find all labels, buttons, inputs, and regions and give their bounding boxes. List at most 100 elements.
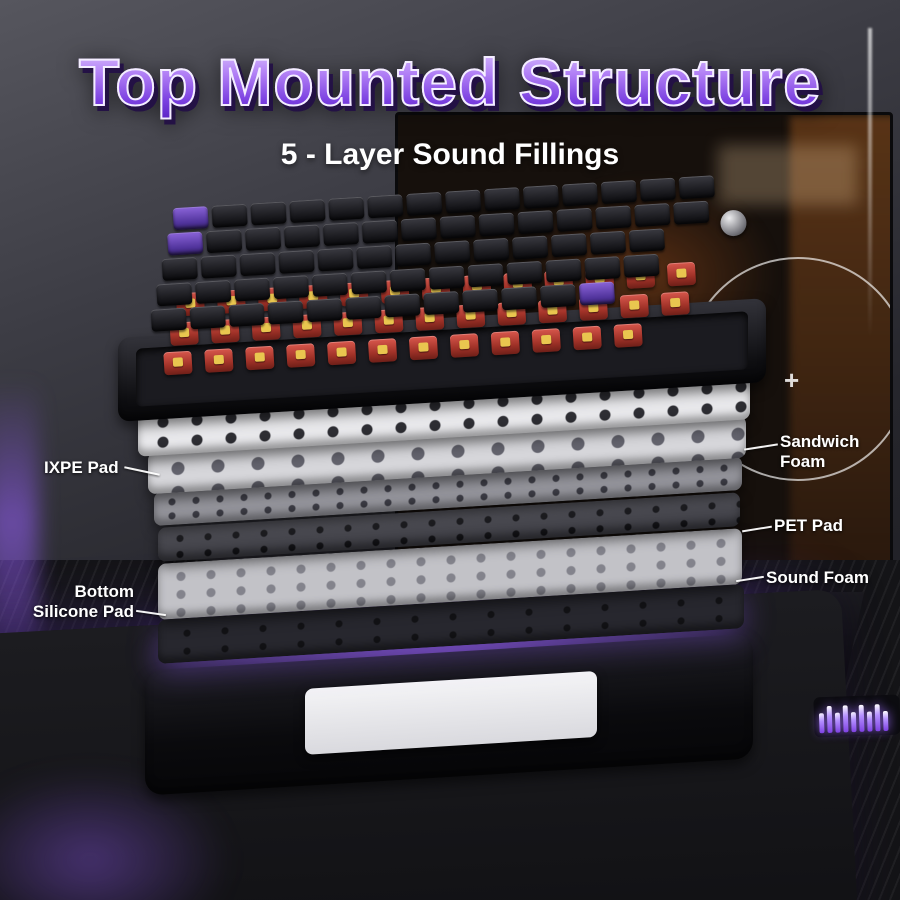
keycap bbox=[600, 179, 638, 205]
keycap bbox=[501, 286, 538, 311]
wall-light-strip bbox=[868, 28, 872, 338]
callout-sandwich-foam-line1: Sandwich bbox=[780, 432, 860, 451]
led-bar bbox=[858, 704, 865, 732]
keycap bbox=[556, 207, 593, 232]
led-bar bbox=[882, 710, 889, 732]
keycap bbox=[634, 202, 671, 228]
keycap bbox=[283, 224, 321, 249]
switch-stem bbox=[172, 357, 184, 367]
switch-stem bbox=[418, 342, 429, 352]
callout-bottom-silicone-line1: Bottom bbox=[74, 582, 134, 601]
keycap bbox=[195, 279, 232, 305]
keycap bbox=[267, 300, 304, 325]
switch bbox=[245, 345, 275, 371]
keycap bbox=[545, 258, 582, 283]
keycap bbox=[439, 214, 476, 239]
keycap bbox=[272, 275, 310, 300]
keycap bbox=[434, 240, 471, 265]
keycap bbox=[406, 191, 443, 216]
keycap bbox=[595, 205, 632, 230]
keycap bbox=[189, 305, 226, 330]
led-bar bbox=[834, 712, 841, 733]
switch-stem bbox=[213, 354, 225, 365]
keycap bbox=[172, 206, 209, 231]
keycap bbox=[345, 295, 382, 320]
keycap bbox=[156, 282, 193, 307]
keycap bbox=[150, 307, 187, 332]
keycap bbox=[389, 268, 426, 293]
switch-stem bbox=[540, 334, 552, 345]
switch-stem bbox=[622, 329, 634, 340]
bottom-case-white-insert bbox=[305, 670, 597, 755]
led-strip bbox=[813, 694, 900, 738]
keycap bbox=[311, 272, 349, 297]
keycap bbox=[384, 293, 421, 318]
keycap bbox=[244, 226, 282, 251]
switch bbox=[531, 328, 561, 353]
keycap bbox=[395, 242, 432, 267]
switch bbox=[163, 350, 193, 376]
led-bar bbox=[850, 712, 857, 733]
led-bar bbox=[842, 705, 849, 733]
keycap bbox=[250, 201, 287, 226]
keycap bbox=[228, 302, 265, 328]
switch bbox=[326, 340, 357, 366]
switch bbox=[449, 333, 480, 358]
keycap bbox=[317, 247, 354, 272]
callout-ixpe-pad: IXPE Pad bbox=[44, 458, 119, 478]
keycap bbox=[361, 219, 398, 244]
led-bar bbox=[866, 711, 873, 732]
keycap bbox=[322, 222, 360, 247]
keycap bbox=[522, 184, 560, 209]
switch bbox=[367, 338, 398, 363]
led-bar bbox=[826, 705, 833, 734]
keycap bbox=[639, 177, 676, 202]
keycap bbox=[278, 249, 315, 274]
keycap bbox=[328, 196, 365, 221]
keycap bbox=[628, 228, 666, 253]
switch-stem bbox=[377, 344, 388, 355]
switch-stem bbox=[581, 332, 593, 342]
page-title: Top Mounted Structure bbox=[0, 44, 900, 120]
keycap bbox=[673, 200, 710, 225]
keycap bbox=[550, 233, 588, 258]
keycap bbox=[200, 254, 237, 279]
keycap bbox=[445, 189, 482, 214]
keycap bbox=[483, 187, 521, 212]
screen-window-light bbox=[718, 145, 858, 205]
keycap bbox=[306, 298, 343, 323]
switch-stem bbox=[500, 337, 511, 347]
keycap bbox=[623, 253, 660, 278]
keycap bbox=[167, 231, 204, 256]
switch bbox=[408, 335, 439, 361]
keycap bbox=[205, 229, 243, 254]
callout-sandwich-foam-line2: Foam bbox=[780, 452, 826, 472]
callout-bottom-silicone-pad: Bottom Silicone Pad bbox=[20, 582, 134, 623]
keycap bbox=[584, 256, 621, 281]
switch bbox=[572, 325, 602, 351]
callout-bottom-silicone-line2: Silicone Pad bbox=[32, 602, 134, 622]
switch bbox=[490, 330, 521, 356]
led-bar bbox=[818, 713, 825, 734]
keycap bbox=[211, 203, 248, 228]
keycap bbox=[473, 237, 510, 262]
switch bbox=[286, 343, 316, 368]
callout-pet-pad: PET Pad bbox=[774, 516, 843, 536]
switch bbox=[613, 323, 643, 348]
keycap bbox=[511, 235, 549, 260]
keycap bbox=[400, 217, 437, 242]
switch-stem bbox=[295, 349, 306, 360]
page-subtitle: 5 - Layer Sound Fillings bbox=[280, 138, 620, 171]
keycap bbox=[233, 277, 271, 302]
keycap bbox=[578, 281, 616, 306]
led-bar bbox=[874, 704, 881, 732]
keycap bbox=[239, 252, 276, 277]
keycap bbox=[423, 291, 460, 316]
callout-sound-foam: Sound Foam bbox=[766, 568, 869, 588]
keycap bbox=[350, 270, 388, 295]
switch-stem bbox=[254, 352, 266, 362]
callout-pet-pad-text: PET Pad bbox=[774, 516, 843, 535]
keycap bbox=[539, 283, 577, 308]
keycap bbox=[356, 245, 393, 270]
keycap bbox=[678, 175, 715, 200]
